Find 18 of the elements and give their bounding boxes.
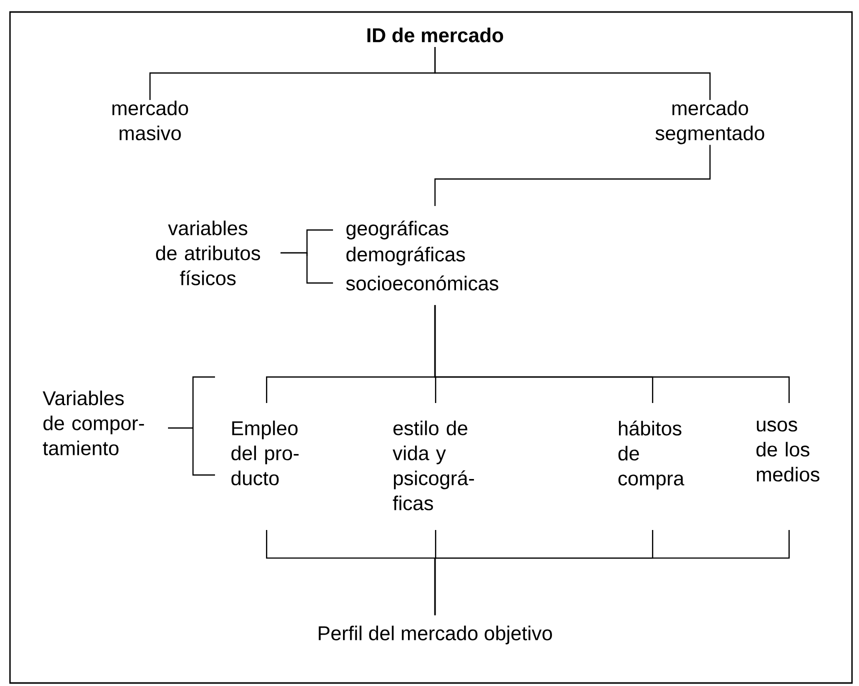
connector xyxy=(280,252,333,284)
group-label: Variables de compor- tamiento xyxy=(42,390,144,456)
item-label: hábitos de compra xyxy=(618,420,684,490)
item-label: Empleo del pro- ducto xyxy=(231,420,299,486)
branch-label: mercado masivo xyxy=(112,100,188,140)
connector xyxy=(434,305,790,403)
connector xyxy=(434,46,711,100)
item-label: geográficas xyxy=(346,220,448,240)
branch-label: mercado segmentado xyxy=(656,100,764,144)
item-label: usos de los medios xyxy=(756,420,820,482)
item-label: estilo de vida y psicográ- ficas xyxy=(392,420,474,510)
connector xyxy=(434,144,711,206)
group-label: variables de atributos físicos xyxy=(156,220,260,286)
item-label: socioeconómicas xyxy=(346,276,498,290)
connector xyxy=(434,530,790,616)
item-label: demográficas xyxy=(346,246,465,266)
heading: ID de mercado xyxy=(367,28,504,42)
result-label: Perfil del mercado objetivo xyxy=(318,626,552,644)
